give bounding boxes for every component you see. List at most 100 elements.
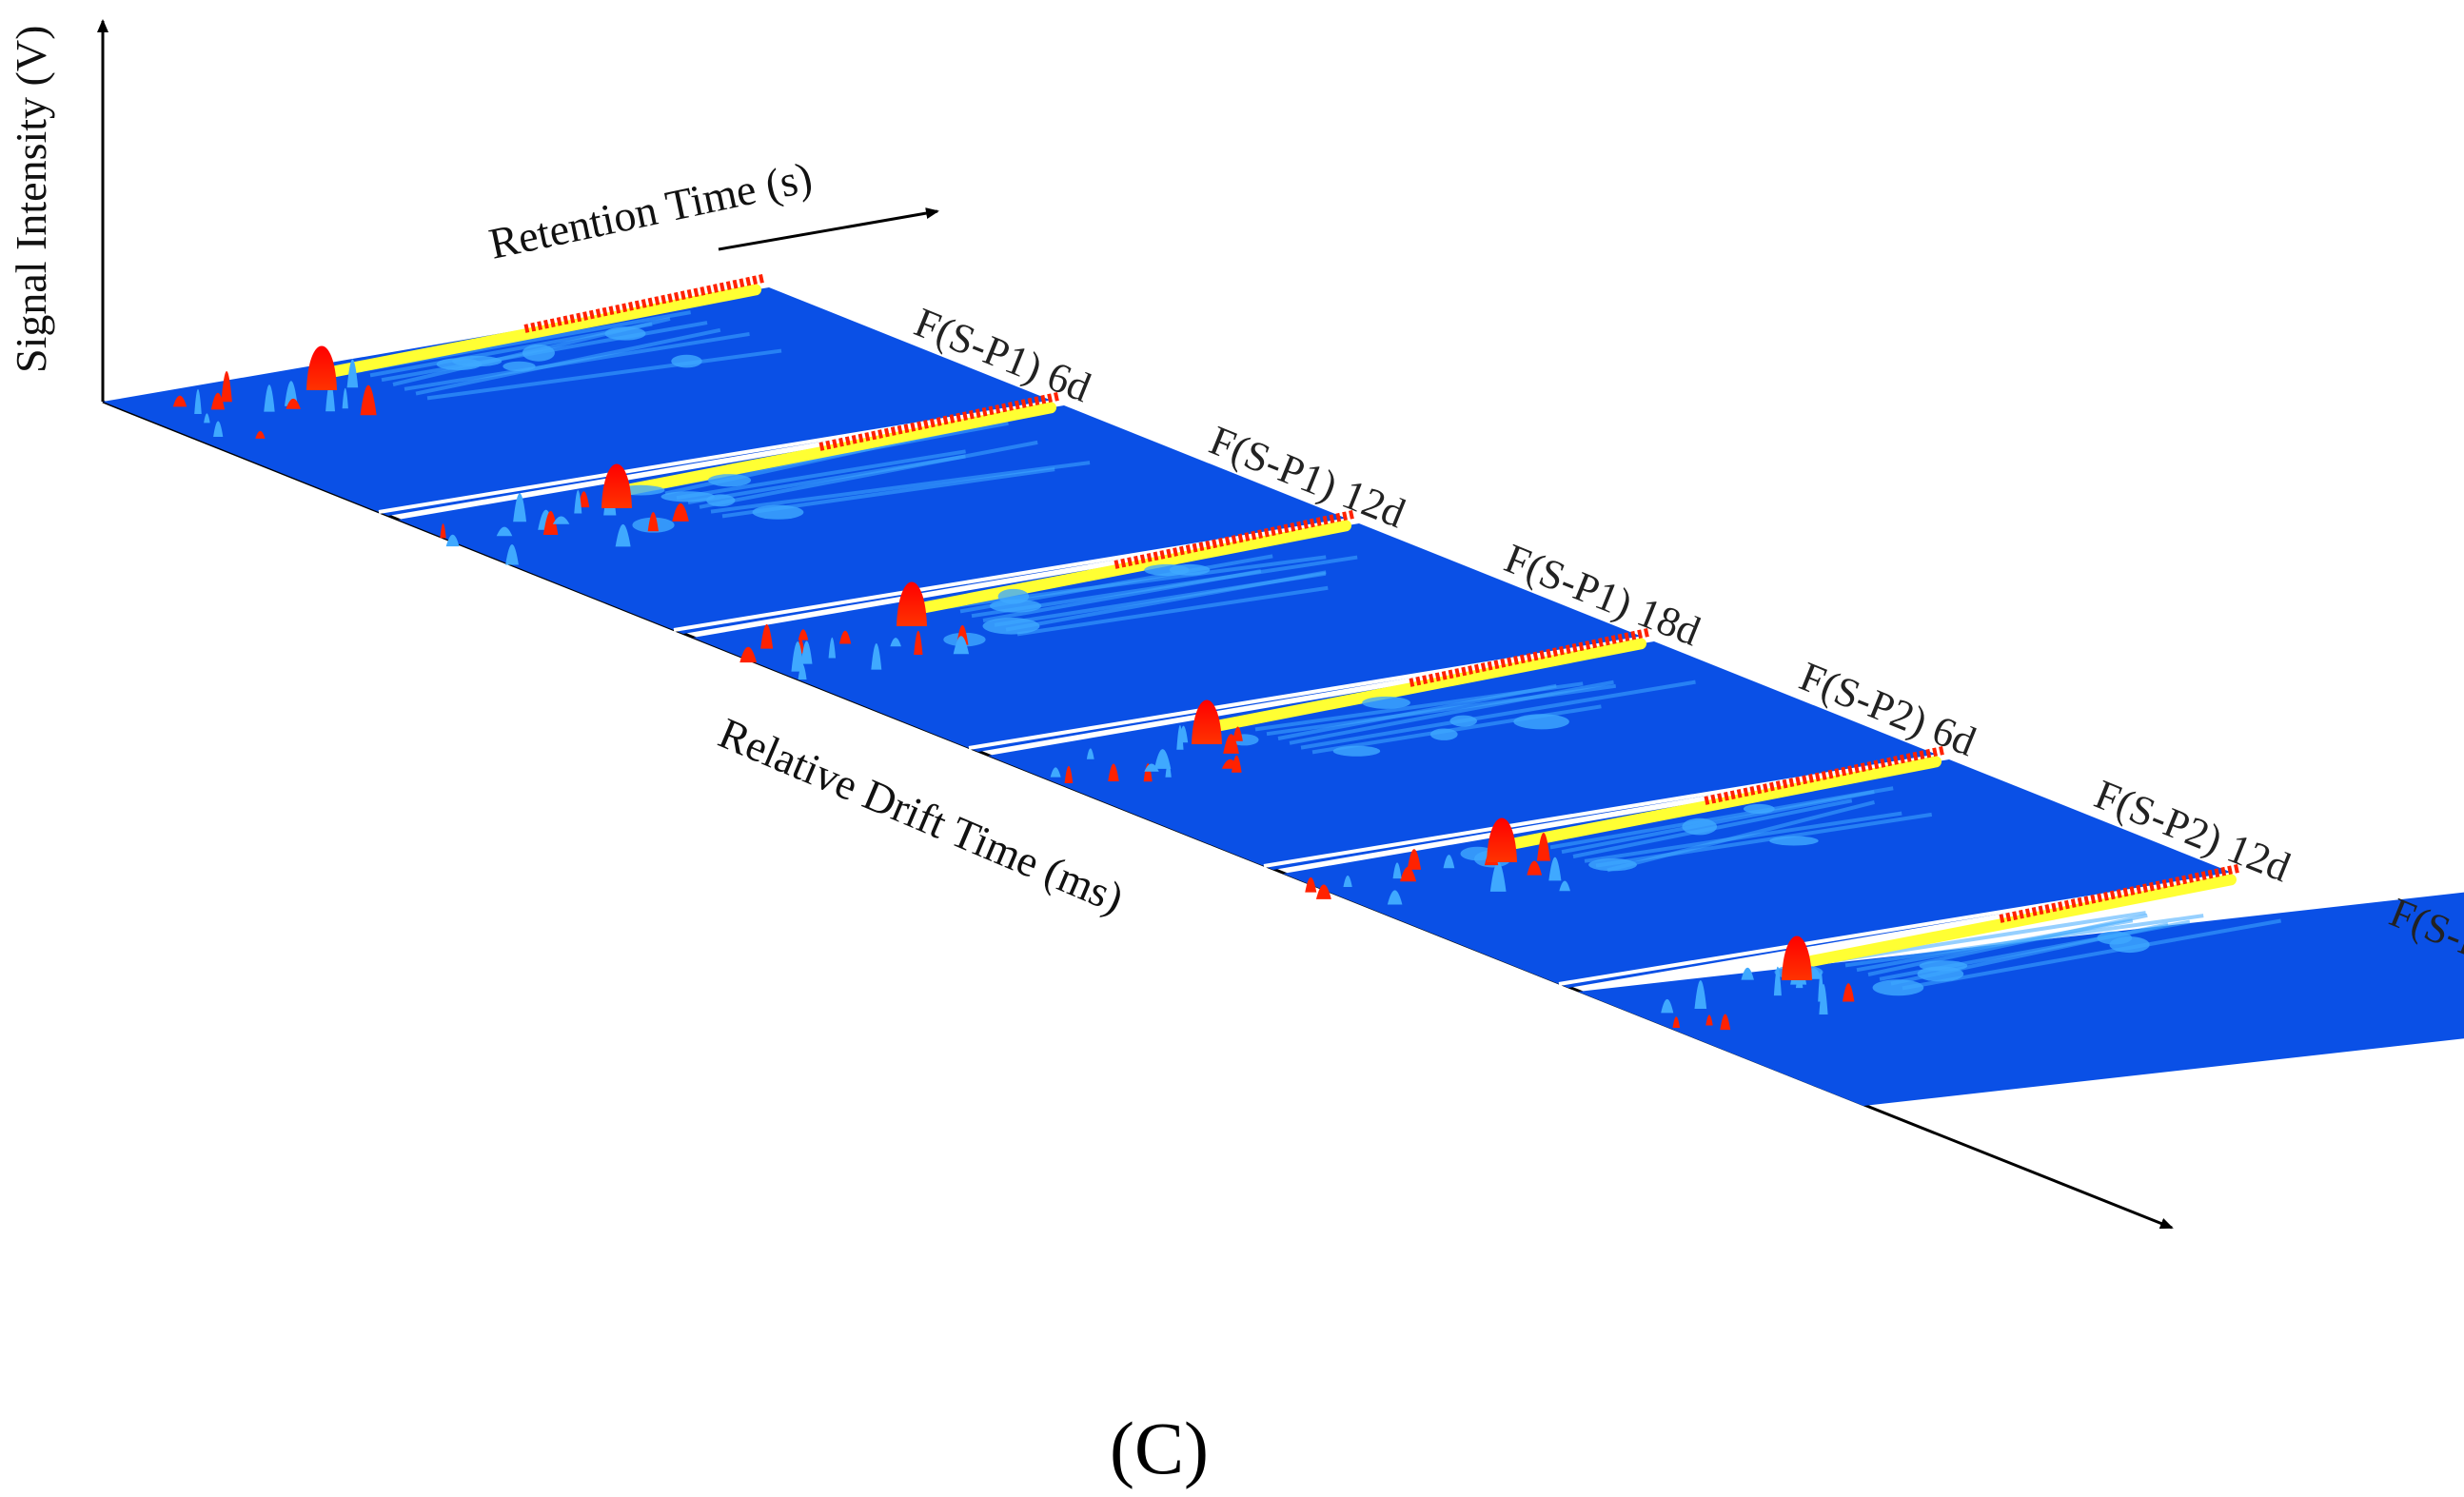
signal-streak	[1561, 790, 1875, 855]
signal-streak	[710, 461, 1091, 514]
spectral-peak	[213, 421, 224, 437]
spectral-peak	[647, 512, 659, 532]
rip-peak-band	[1114, 509, 1354, 569]
spectrum-panel	[1283, 745, 2236, 988]
rip-peak-band	[523, 273, 764, 333]
spectral-peak	[739, 646, 758, 663]
spectral-peak	[342, 387, 348, 409]
spectral-peak	[615, 523, 631, 547]
signal-blob	[436, 358, 483, 370]
spectral-peak	[1443, 855, 1455, 869]
spectral-peak	[264, 384, 275, 412]
spectral-peak	[1108, 763, 1119, 782]
rip-peak-band	[1999, 863, 2239, 923]
spectral-peak	[445, 534, 460, 547]
signal-blob	[660, 491, 715, 502]
major-peak	[1782, 936, 1812, 980]
spectrum-plane	[103, 287, 1055, 516]
spectral-peak	[1064, 765, 1074, 783]
spectral-peak	[255, 430, 266, 439]
spectral-peak	[1705, 1014, 1713, 1026]
rip-peak-band	[1409, 627, 1649, 687]
spectral-peak	[1387, 890, 1403, 905]
spectrum-plane	[1578, 892, 2464, 1106]
spectral-peak	[1232, 755, 1242, 773]
spectral-peak	[798, 663, 807, 680]
spectral-peak	[574, 489, 582, 514]
spectral-peak	[1050, 767, 1061, 778]
rip-band	[1805, 874, 2237, 967]
panel-separator	[968, 636, 1646, 750]
spectral-peak	[1842, 983, 1855, 1002]
signal-streak	[1902, 918, 2281, 991]
spectral-peak	[1559, 880, 1570, 892]
spectral-peak	[1773, 966, 1782, 996]
signal-blob	[989, 599, 1042, 613]
signal-blob	[1872, 979, 1924, 996]
spectrum-plane	[1283, 759, 2235, 988]
signal-blob	[982, 618, 1040, 635]
spectral-peak	[1086, 748, 1094, 759]
spectrum-plane	[988, 641, 1940, 870]
signal-blob	[2109, 936, 2150, 954]
spectral-peak	[1400, 866, 1417, 882]
signal-streak	[1607, 799, 1876, 873]
spectral-peak	[1489, 861, 1507, 892]
spectrum-plane	[693, 523, 1645, 752]
rip-band	[1215, 638, 1646, 731]
spectral-peak	[672, 502, 689, 522]
signal-blob	[503, 361, 536, 372]
panel-separator	[1263, 754, 1941, 868]
signal-blob	[1743, 803, 1775, 814]
major-peak	[601, 463, 632, 508]
spectral-peak	[1536, 833, 1550, 861]
spectral-peak	[1819, 983, 1828, 1015]
spectral-peak	[1232, 726, 1243, 741]
spectral-peak	[286, 398, 301, 409]
spectral-peak	[1153, 749, 1172, 769]
spectral-peak	[346, 359, 359, 388]
spectral-peak	[1527, 860, 1543, 876]
signal-blob	[1362, 696, 1410, 709]
rip-band	[625, 402, 1056, 495]
signal-blob	[1682, 817, 1718, 836]
signal-streak	[1300, 680, 1696, 750]
spectral-peak	[828, 637, 837, 659]
spectral-peak	[1343, 876, 1352, 887]
rip-peak-band	[818, 391, 1059, 451]
signal-streak	[1289, 680, 1614, 745]
spectral-peak	[204, 413, 210, 423]
spectral-peak	[172, 395, 187, 407]
spectral-peak	[194, 388, 202, 415]
major-peak	[1487, 817, 1517, 862]
spectrum-panel	[1578, 863, 2464, 1106]
spectral-peak	[542, 510, 559, 536]
rip-peak-band	[1704, 745, 1944, 805]
panel-separator	[673, 518, 1350, 632]
signal-blob	[1513, 714, 1569, 730]
signal-blob	[1449, 715, 1477, 727]
signal-streak	[415, 327, 721, 396]
spectral-peak	[1548, 857, 1562, 881]
panel-separator	[378, 400, 1055, 514]
spectral-peak	[1661, 998, 1674, 1014]
spectral-peak	[1672, 1016, 1681, 1028]
rip-band	[330, 284, 761, 377]
z-axis-label: Signal Intensity (V)	[7, 26, 55, 373]
spectral-peak	[552, 516, 570, 524]
spectral-peak	[798, 629, 809, 640]
y-axis	[718, 207, 939, 251]
spectral-peak	[838, 630, 852, 644]
spectrum-panel	[398, 391, 1350, 634]
signal-blob	[752, 504, 804, 520]
signal-blob	[1588, 858, 1637, 872]
spectral-peak	[513, 493, 527, 522]
signal-blob	[1332, 745, 1381, 757]
spectral-peak	[1144, 763, 1159, 772]
spectral-peak	[890, 638, 901, 647]
spectral-peak	[496, 526, 513, 537]
signal-blob	[707, 474, 752, 487]
signal-blob	[1460, 846, 1495, 861]
signal-blob	[1144, 563, 1190, 577]
